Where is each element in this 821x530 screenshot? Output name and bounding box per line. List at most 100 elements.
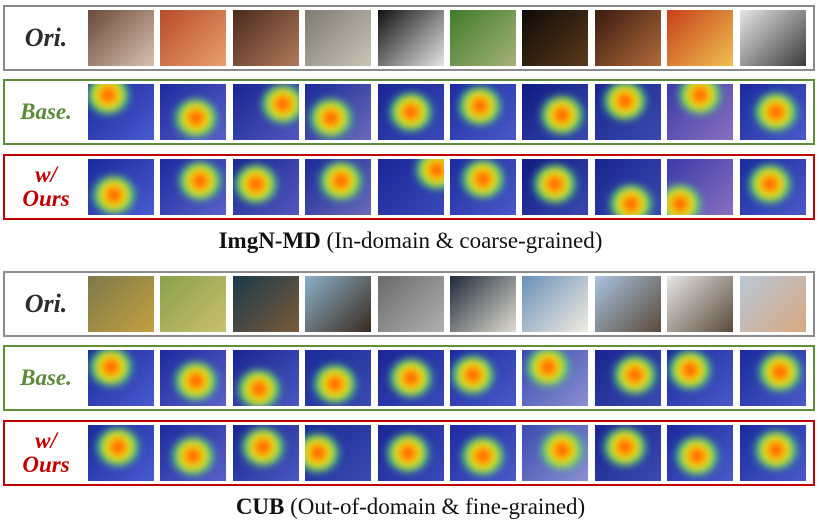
attention-hotspot bbox=[668, 350, 713, 389]
original-thumbnail bbox=[450, 10, 516, 66]
section-caption: CUB (Out-of-domain & fine-grained) bbox=[0, 494, 821, 520]
heatmap-thumbnail bbox=[233, 425, 299, 481]
attention-hotspot bbox=[451, 356, 496, 395]
row-ori-section-1: Ori. bbox=[3, 5, 815, 71]
attention-hotspot bbox=[678, 84, 722, 115]
row-label-line: w/ bbox=[35, 162, 57, 187]
section-caption: ImgN-MD (In-domain & coarse-grained) bbox=[0, 228, 821, 254]
original-thumbnail bbox=[233, 276, 299, 332]
heatmap-thumbnail bbox=[88, 84, 154, 140]
heatmap-thumbnail bbox=[378, 159, 444, 215]
attention-hotspot bbox=[539, 95, 584, 134]
attention-hotspot bbox=[88, 84, 130, 115]
original-thumbnail bbox=[522, 276, 588, 332]
row-label: w/Ours bbox=[7, 156, 85, 218]
attention-hotspot bbox=[415, 159, 444, 190]
attention-hotspot bbox=[177, 162, 222, 201]
heatmap-thumbnail bbox=[667, 350, 733, 406]
row-label: Ori. bbox=[7, 273, 85, 335]
original-thumbnail bbox=[233, 10, 299, 66]
row-label-line: w/ bbox=[35, 428, 57, 453]
heatmap-thumbnail bbox=[160, 159, 226, 215]
caption-description: (Out-of-domain & fine-grained) bbox=[284, 494, 586, 519]
attention-hotspot bbox=[747, 165, 792, 204]
attention-hotspot bbox=[174, 98, 219, 137]
original-thumbnail bbox=[160, 10, 226, 66]
thumbnail-strip bbox=[88, 159, 812, 215]
original-thumbnail bbox=[378, 10, 444, 66]
heatmap-thumbnail bbox=[233, 84, 299, 140]
attention-hotspot bbox=[539, 431, 584, 470]
attention-hotspot bbox=[602, 428, 647, 467]
original-thumbnail bbox=[160, 276, 226, 332]
original-thumbnail bbox=[305, 10, 371, 66]
heatmap-thumbnail bbox=[450, 350, 516, 406]
heatmap-thumbnail bbox=[160, 350, 226, 406]
attention-hotspot bbox=[461, 159, 505, 198]
attention-hotspot bbox=[92, 176, 137, 215]
heatmap-thumbnail bbox=[160, 425, 226, 481]
heatmap-thumbnail bbox=[378, 84, 444, 140]
row-base-section-1: Base. bbox=[3, 79, 815, 145]
heatmap-thumbnail bbox=[595, 84, 661, 140]
row-label: Ori. bbox=[7, 7, 85, 69]
attention-hotspot bbox=[171, 436, 215, 475]
heatmap-thumbnail bbox=[595, 425, 661, 481]
original-thumbnail bbox=[378, 276, 444, 332]
attention-hotspot bbox=[240, 428, 285, 467]
attention-hotspot bbox=[526, 350, 571, 386]
heatmap-thumbnail bbox=[595, 159, 661, 215]
heatmap-thumbnail bbox=[667, 425, 733, 481]
original-thumbnail bbox=[450, 276, 516, 332]
thumbnail-strip bbox=[88, 10, 812, 66]
attention-hotspot bbox=[385, 434, 430, 472]
row-label: w/Ours bbox=[7, 422, 85, 484]
attention-hotspot bbox=[389, 93, 433, 131]
heatmap-thumbnail bbox=[522, 159, 588, 215]
attention-hotspot bbox=[754, 93, 799, 131]
row-label: Base. bbox=[7, 81, 85, 143]
attention-hotspot bbox=[309, 98, 354, 137]
original-thumbnail bbox=[595, 276, 661, 332]
row-base-section-2: Base. bbox=[3, 345, 815, 411]
row-ours-section-1: w/Ours bbox=[3, 154, 815, 220]
heatmap-thumbnail bbox=[305, 84, 371, 140]
heatmap-thumbnail bbox=[305, 350, 371, 406]
thumbnail-strip bbox=[88, 276, 812, 332]
row-label-line: Base. bbox=[20, 99, 72, 124]
original-thumbnail bbox=[667, 10, 733, 66]
original-thumbnail bbox=[522, 10, 588, 66]
row-label-line: Ori. bbox=[24, 23, 68, 52]
heatmap-thumbnail bbox=[160, 84, 226, 140]
attention-hotspot bbox=[389, 359, 433, 397]
attention-hotspot bbox=[95, 428, 140, 467]
original-thumbnail bbox=[305, 276, 371, 332]
heatmap-thumbnail bbox=[88, 159, 154, 215]
heatmap-thumbnail bbox=[740, 350, 806, 406]
heatmap-thumbnail bbox=[450, 84, 516, 140]
attention-hotspot bbox=[612, 356, 657, 395]
attention-hotspot bbox=[305, 434, 341, 472]
row-label-line: Base. bbox=[20, 365, 72, 390]
heatmap-thumbnail bbox=[667, 159, 733, 215]
attention-hotspot bbox=[602, 84, 647, 120]
heatmap-thumbnail bbox=[233, 350, 299, 406]
heatmap-thumbnail bbox=[522, 425, 588, 481]
thumbnail-strip bbox=[88, 425, 812, 481]
heatmap-thumbnail bbox=[595, 350, 661, 406]
heatmap-thumbnail bbox=[740, 159, 806, 215]
heatmap-thumbnail bbox=[522, 84, 588, 140]
heatmap-thumbnail bbox=[88, 350, 154, 406]
heatmap-thumbnail bbox=[667, 84, 733, 140]
original-thumbnail bbox=[740, 10, 806, 66]
heatmap-thumbnail bbox=[378, 350, 444, 406]
heatmap-thumbnail bbox=[305, 159, 371, 215]
row-label-line: Ori. bbox=[24, 289, 68, 318]
attention-hotspot bbox=[319, 162, 364, 201]
thumbnail-strip bbox=[88, 350, 812, 406]
heatmap-thumbnail bbox=[378, 425, 444, 481]
heatmap-thumbnail bbox=[233, 159, 299, 215]
heatmap-thumbnail bbox=[740, 425, 806, 481]
attention-hotspot bbox=[757, 353, 802, 392]
attention-hotspot bbox=[312, 364, 357, 403]
